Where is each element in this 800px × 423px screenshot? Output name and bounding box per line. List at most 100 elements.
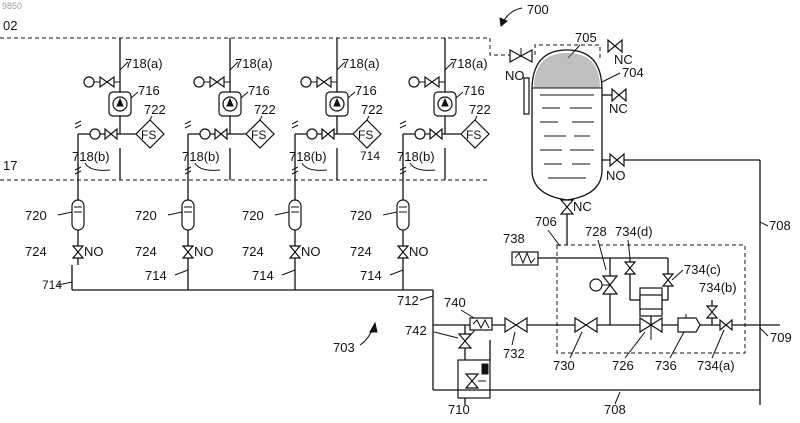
figure-number: 700: [527, 2, 549, 17]
valve-734d: [625, 258, 635, 290]
gauge-icon: [307, 129, 317, 139]
valve-732: [505, 318, 527, 332]
controller-726: [630, 288, 662, 340]
sensor-736: [678, 314, 700, 332]
label-716: 716: [138, 83, 160, 98]
ref-732: 732: [503, 346, 525, 361]
filter-720-icon: [72, 200, 84, 230]
tank-side-valve: [610, 154, 624, 166]
label-722: 722: [469, 102, 491, 117]
valve-730: [575, 318, 597, 332]
label-720: 720: [242, 208, 264, 223]
tank-top-valve-label: NC: [614, 52, 633, 67]
filter-720-icon: [397, 200, 409, 230]
label-718b: 718(b): [182, 149, 220, 164]
filter-720-icon: [289, 200, 301, 230]
gauge-icon: [415, 129, 425, 139]
ref-708-right: 708: [769, 218, 791, 233]
valve-740: [459, 318, 492, 348]
flow-switch-label: FS: [466, 128, 481, 142]
valve-734c: [662, 258, 673, 300]
label-no: NO: [84, 244, 104, 259]
label-716: 716: [463, 83, 485, 98]
tank-705: [524, 50, 602, 200]
valve-734b: [707, 300, 717, 325]
label-724: 724: [242, 244, 264, 259]
label-no: NO: [409, 244, 429, 259]
ref-734c: 734(c): [684, 262, 721, 277]
gauge-icon: [194, 77, 204, 87]
level-leader: [602, 73, 620, 82]
cooling-loops: FS 718(a) 716 722 718(b) 720 724 NO FS 718(a) 716 7…: [25, 38, 491, 290]
ref-734d: 734(d): [615, 224, 653, 239]
ref-734a: 734(a): [697, 358, 735, 373]
ref-714-upper: 714: [360, 149, 380, 163]
ref-736: 736: [655, 358, 677, 373]
vent-valve-label: NO: [505, 68, 525, 83]
label-718b: 718(b): [72, 149, 110, 164]
label-724: 724: [25, 244, 47, 259]
vent-valve: [510, 48, 532, 62]
label-722: 722: [144, 102, 166, 117]
gauge-icon: [409, 77, 419, 87]
loop-unit-4: [383, 38, 489, 290]
figure-arrow: [503, 8, 522, 22]
label-714: 714: [252, 268, 274, 283]
device-738: [512, 252, 538, 265]
label-714: 714: [360, 268, 382, 283]
label-724: 724: [350, 244, 372, 259]
flow-switch-label: FS: [141, 128, 156, 142]
tank-mid-valve: [602, 89, 626, 101]
label-718a: 718(a): [125, 56, 163, 71]
filter-720-icon: [182, 200, 194, 230]
gauge-icon: [84, 77, 94, 87]
ref-738: 738: [503, 231, 525, 246]
ref-740: 740: [444, 295, 466, 310]
ref-706: 706: [535, 214, 557, 229]
label-718b: 718(b): [289, 149, 327, 164]
figure-arrowhead: [500, 18, 507, 26]
valve-710: [458, 340, 490, 398]
label-718a: 718(a): [342, 56, 380, 71]
valve-728: [590, 258, 617, 325]
ref-730: 730: [553, 358, 575, 373]
tank-mid-valve-label: NC: [609, 101, 628, 116]
flow-switch-label: FS: [251, 128, 266, 142]
label-720: 720: [135, 208, 157, 223]
label-714: 714: [145, 268, 167, 283]
tank-top-valve: [608, 40, 622, 52]
gauge-icon: [301, 77, 311, 87]
ref-726: 726: [612, 358, 634, 373]
label-718a: 718(a): [450, 56, 488, 71]
tank-bottom-valve-label: NC: [573, 199, 592, 214]
label-724: 724: [135, 244, 157, 259]
label-722: 722: [254, 102, 276, 117]
valve-734a: [720, 320, 732, 330]
vent-dash: [490, 38, 510, 55]
ref-709: 709: [770, 330, 792, 345]
label-722: 722: [361, 102, 383, 117]
label-718a: 718(a): [235, 56, 273, 71]
label-718b: 718(b): [397, 149, 435, 164]
label-no: NO: [194, 244, 214, 259]
tank-side-valve-label: NO: [606, 168, 626, 183]
ref-742: 742: [405, 323, 427, 338]
gauge-icon: [200, 129, 210, 139]
upper-line-label: 02: [3, 18, 17, 33]
label-720: 720: [25, 208, 47, 223]
tank-bottom-valve: [561, 200, 573, 214]
ref-708-bottom: 708: [604, 402, 626, 417]
label-716: 716: [248, 83, 270, 98]
header-ref: 9850: [2, 1, 22, 11]
level-ref: 704: [622, 65, 644, 80]
flow-switch-label: FS: [358, 128, 373, 142]
ref-703: 703: [333, 340, 355, 355]
ref-712: 712: [397, 293, 419, 308]
label-716: 716: [355, 83, 377, 98]
ref-710: 710: [448, 402, 470, 417]
label-no: NO: [301, 244, 321, 259]
ref-734b: 734(b): [699, 280, 737, 295]
lower-line-label: 17: [3, 158, 17, 173]
